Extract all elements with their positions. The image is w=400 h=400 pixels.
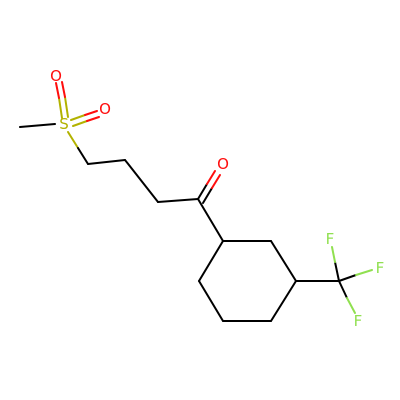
bond-s-o-right-a [70,114,86,121]
sulfur-label: S [59,115,69,133]
sulfonyl-oxygen-top-label: O [50,67,62,85]
bond-s-o-right-b [72,120,88,127]
bond-c1-c2 [87,159,126,165]
bond-s-o-top-b2 [61,81,66,98]
sulfonyl-oxygen-right-label: O [99,100,111,118]
fluorine-bottom-label: F [354,312,363,330]
bond-c-f-bottom2 [346,297,356,314]
bond-s-o-top-a2 [55,82,60,99]
ring-bond-6 [198,240,224,282]
bond-s-o-right-b2 [86,116,100,122]
bond-s-chain-2 [77,147,89,165]
bond-co-b [202,187,213,204]
bond-carbonyl-ring [197,198,224,242]
bond-co-a [197,183,208,200]
bond-methyl-sulfur [19,123,56,128]
bond-c-f-bottom [338,280,348,299]
bond-c-f-right [338,274,357,282]
carbonyl-oxygen-label: O [217,155,229,173]
bond-co-a2 [206,170,216,185]
ring-bond-3 [270,280,297,322]
bond-co-b2 [211,174,221,189]
bond-c2-c3 [124,159,159,203]
fluorine-top-label: F [326,230,335,248]
bond-s-o-right-a2 [84,110,98,116]
ring-bond-5 [198,280,224,322]
ring-bond-2 [270,240,297,282]
bond-c-f-right2 [355,269,373,276]
bond-c-f-top2 [331,246,336,263]
bond-s-o-top-b [64,96,69,118]
fluorine-right-label: F [376,259,385,277]
bond-c3-carbonyl [157,198,199,203]
bond-s-chain [67,131,79,149]
bond-c-f-top [334,261,340,282]
bond-s-o-top-a [58,97,63,119]
